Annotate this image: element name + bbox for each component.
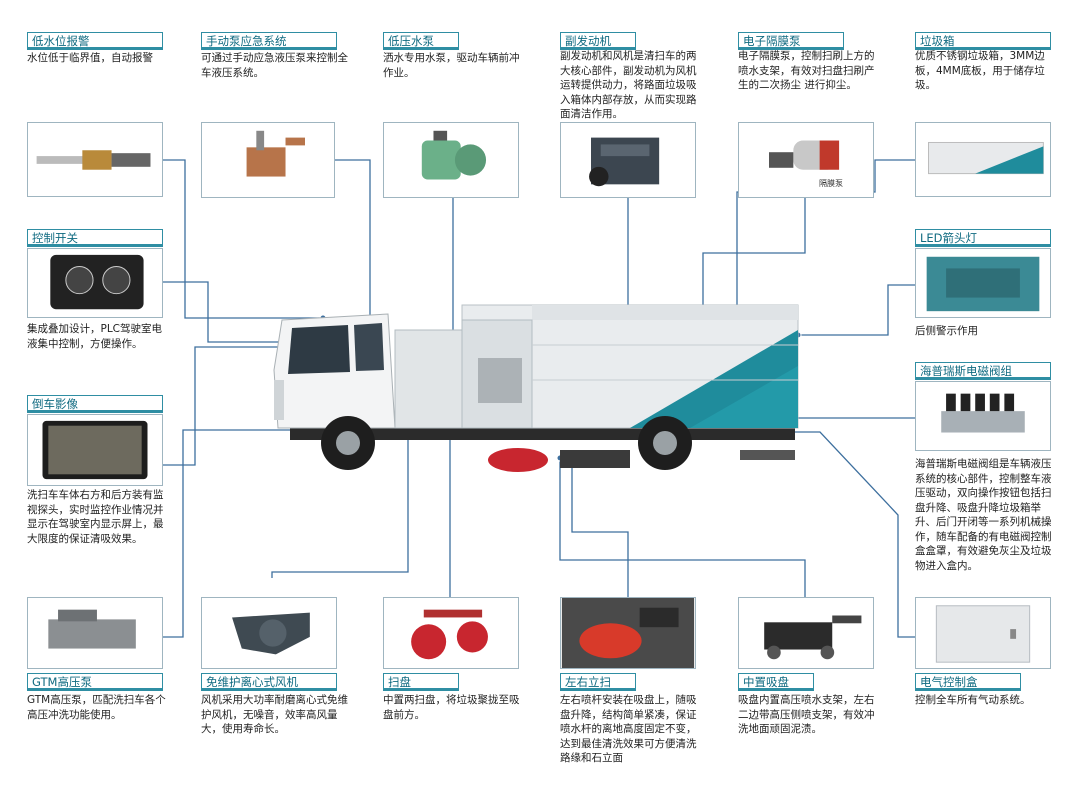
control-switch-title: 控制开关 (27, 229, 163, 247)
garbage-box-title: 垃圾箱 (915, 32, 1051, 50)
fan-desc: 风机采用大功率耐磨离心式免维护风机，无噪音，效率高风量大，使用寿命长。 (201, 694, 348, 735)
solenoid-valve-title: 海普瑞斯电磁阀组 (915, 362, 1051, 380)
diaphragm-pump-photo-label: 隔膜泵 (819, 179, 843, 188)
low-pressure-pump-photo (383, 122, 519, 198)
elec-box-desc: 控制全车所有气动系统。 (915, 694, 1031, 706)
reverse-camera-title: 倒车影像 (27, 395, 163, 413)
garbage-box-desc: 优质不锈钢垃圾箱，3MM边板，4MM底板，用于储存垃圾。 (915, 50, 1045, 91)
diaphragm-pump-desc: 电子隔膜泵，控制扫刷上方的喷水支架，有效对扫盘扫刷产生的二次扬尘 进行抑尘。 (738, 50, 875, 91)
suction-photo (738, 597, 874, 669)
fan-title: 免维护离心式风机 (201, 673, 337, 691)
solenoid-valve-desc: 海普瑞斯电磁阀组是车辆液压系统的核心部件，控制整车液压驱动，双向操作按钮包括扫盘… (915, 458, 1052, 572)
aux-engine-photo (560, 122, 696, 198)
low-water-alarm-photo (27, 122, 163, 197)
connector-suction (559, 458, 806, 597)
suction-title: 中置吸盘 (738, 673, 814, 691)
suction-desc: 吸盘内置高压喷水支架，左右二边带高压侧喷支架，有效冲洗地面顽固泥渍。 (738, 694, 875, 735)
lr-spray-desc: 左右喷杆安装在吸盘上，随吸盘升降，结构简单紧凑，保证喷水杆的离地高度固定不变，达… (560, 694, 697, 764)
elec-box-photo (915, 597, 1051, 669)
solenoid-valve-photo (915, 381, 1051, 451)
connector-lr-spray (571, 458, 629, 597)
lr-spray-photo (560, 597, 696, 669)
control-switch-desc: 集成叠加设计，PLC驾驶室电液集中控制，方便操作。 (27, 323, 163, 350)
garbage-box-photo (915, 122, 1051, 197)
connector-low-water (163, 159, 323, 319)
led-lamp-desc: 后侧警示作用 (915, 325, 978, 337)
brush-desc: 中置两扫盘，将垃圾聚拢至吸盘前方。 (383, 694, 520, 721)
aux-engine-title: 副发动机 (560, 32, 636, 50)
elec-box-title: 电气控制盒 (915, 673, 1021, 691)
aux-engine-desc: 副发动机和风机是清扫车的两大核心部件，副发动机为风机运转提供动力，将路面垃圾吸入… (560, 50, 697, 120)
led-lamp-title: LED箭头灯 (915, 229, 1051, 247)
low-water-alarm-title: 低水位报警 (27, 32, 163, 50)
connector-control-switch (163, 281, 330, 343)
led-lamp-photo (915, 248, 1051, 318)
manual-pump-title: 手动泵应急系统 (201, 32, 337, 50)
reverse-camera-desc: 洗扫车车体右方和后方装有监视探头，实时监控作业情况并显示在驾驶室内显示屏上，最大… (27, 489, 164, 545)
connector-reverse-camera (163, 346, 290, 466)
diaphragm-pump-title: 电子隔膜泵 (738, 32, 844, 50)
gtm-pump-desc: GTM高压泵，匹配洗扫车各个高压冲洗功能使用。 (27, 694, 166, 721)
gtm-pump-photo (27, 597, 163, 669)
control-switch-photo (27, 248, 163, 318)
low-pressure-pump-title: 低压水泵 (383, 32, 459, 50)
connector-led (798, 284, 915, 336)
manual-pump-desc: 可通过手动应急液压泵来控制全车液压系统。 (201, 52, 348, 79)
manual-pump-photo (201, 122, 335, 198)
brush-photo (383, 597, 519, 669)
connector-garbage (736, 159, 915, 360)
fan-photo (201, 597, 337, 669)
low-pressure-pump-desc: 洒水专用水泵，驱动车辆前冲作业。 (383, 52, 520, 79)
low-water-alarm-desc: 水位低于临界值，自动报警 (27, 52, 153, 64)
diaphragm-pump-photo: 隔膜泵 (738, 122, 874, 198)
sweeper-truck-illustration (273, 304, 799, 472)
brush-title: 扫盘 (383, 673, 459, 691)
gtm-pump-title: GTM高压泵 (27, 673, 163, 691)
lr-spray-title: 左右立扫 (560, 673, 636, 691)
reverse-camera-photo (27, 414, 163, 486)
